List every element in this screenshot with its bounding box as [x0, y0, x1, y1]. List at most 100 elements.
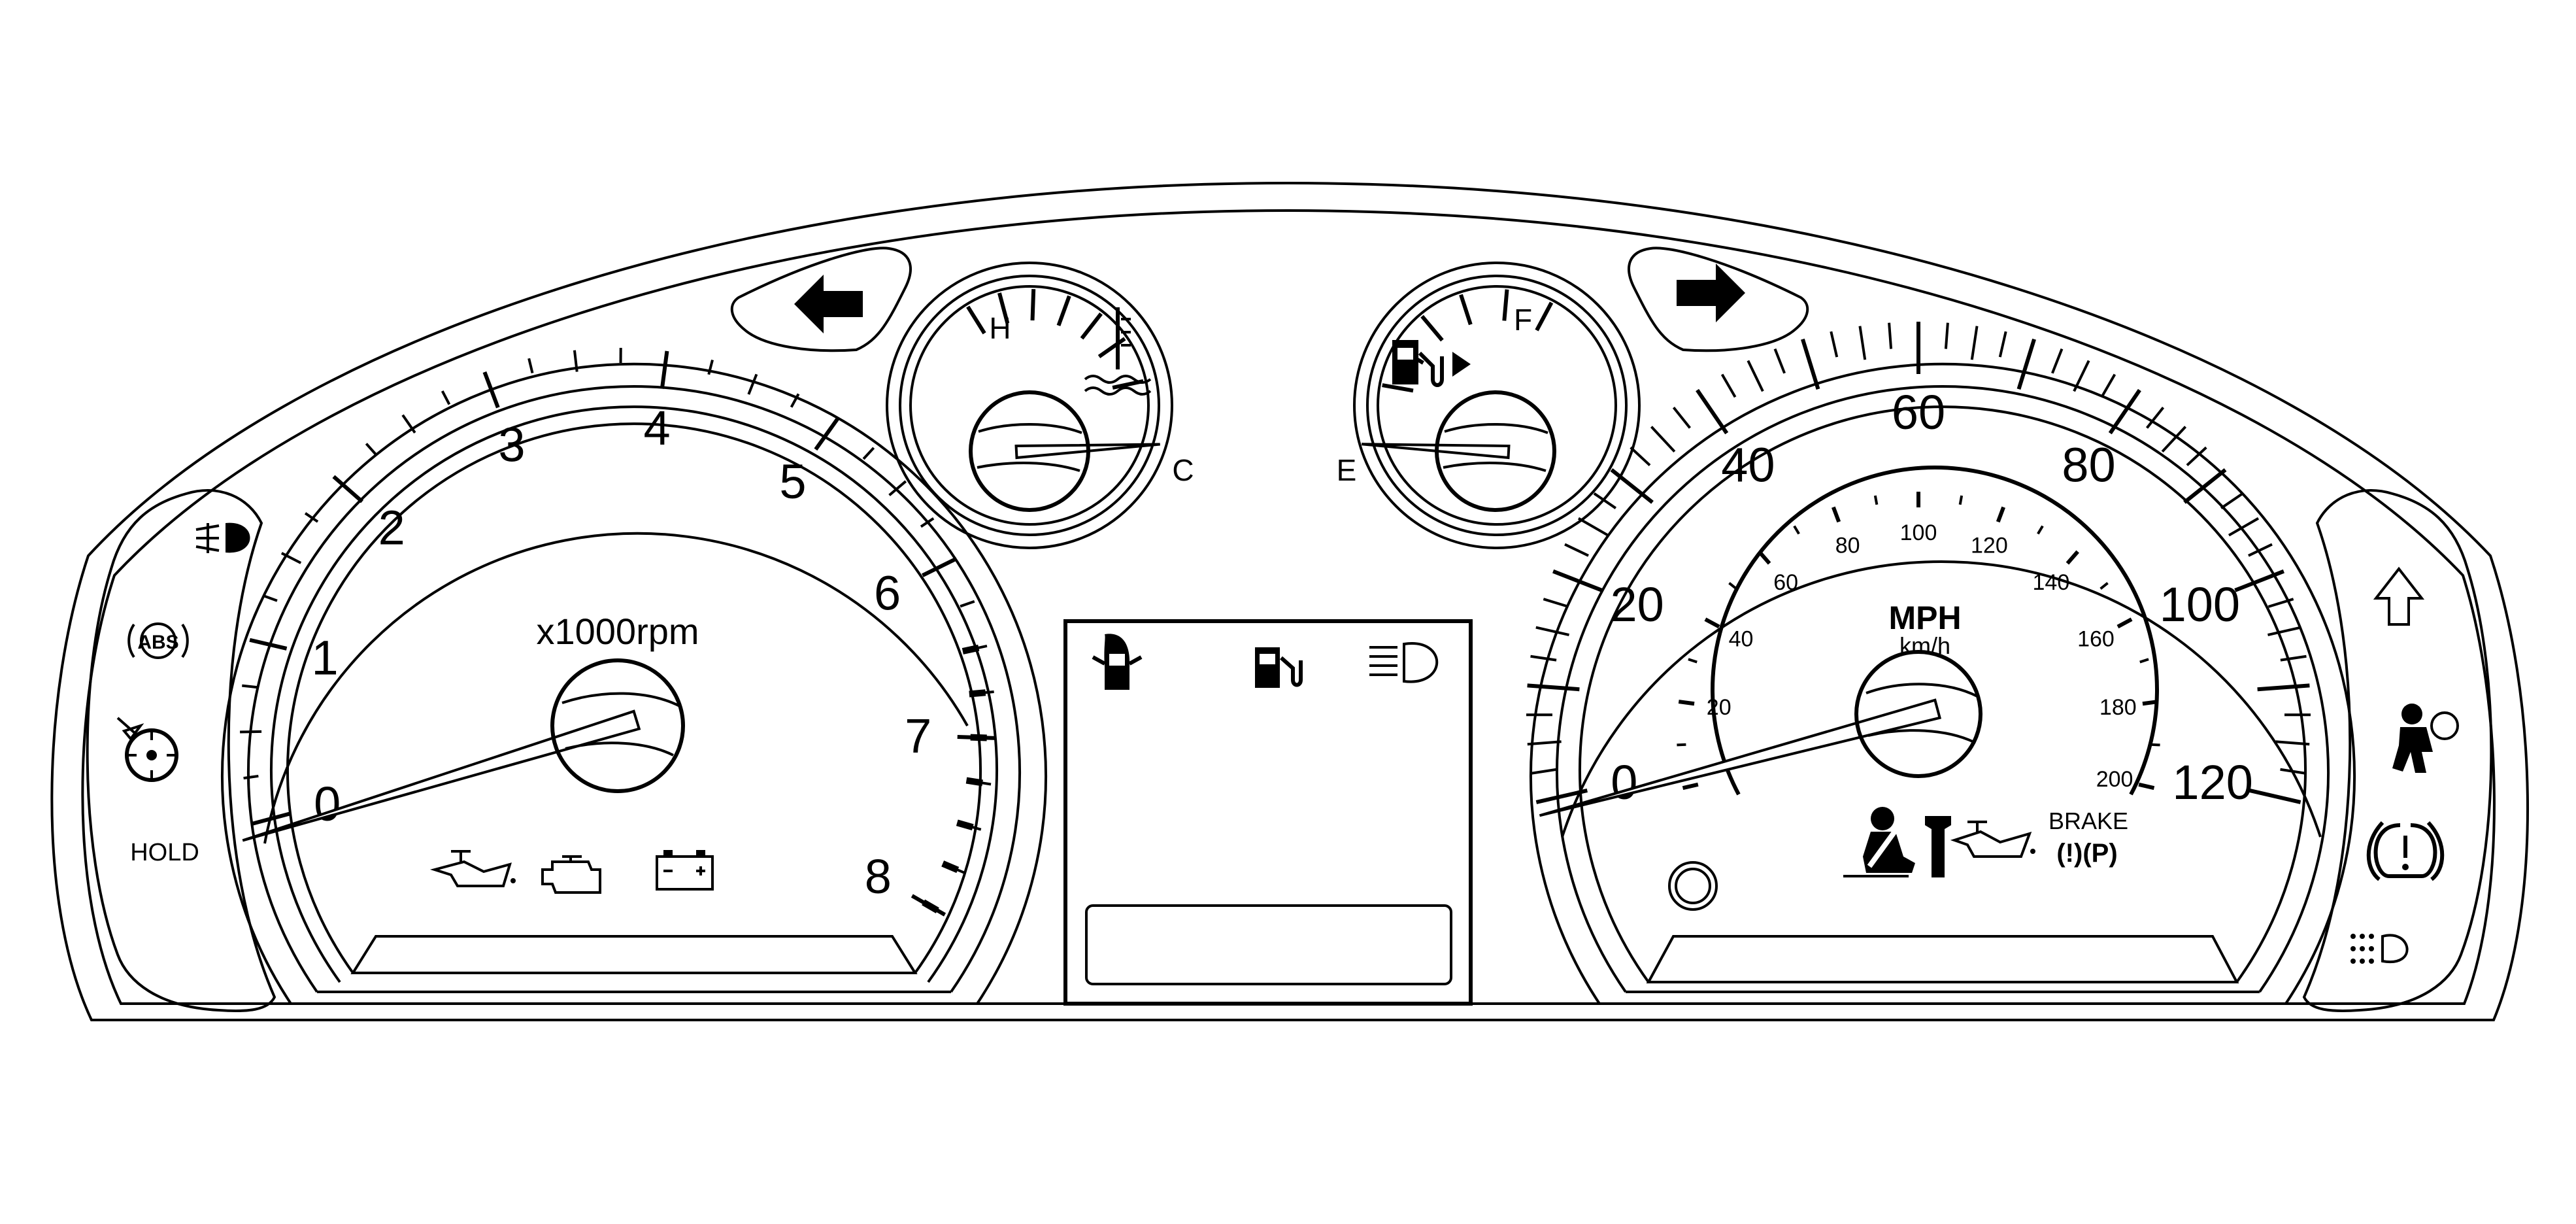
battery-icon [656, 850, 714, 891]
kmh-tick [1832, 506, 1841, 523]
tach-tick [527, 358, 534, 374]
mph-tick [1696, 388, 1729, 435]
right-turn-signal-pod[interactable] [1628, 246, 1809, 352]
brake-symbols: (!)(P) [2056, 839, 2117, 868]
tach-number: 6 [874, 566, 901, 620]
mph-tick [1970, 326, 1979, 360]
tire-pressure-icon [2366, 821, 2445, 881]
oil-pressure-icon [429, 850, 516, 887]
mph-tick [2280, 768, 2307, 775]
mph-unit-label: MPH [1888, 600, 1961, 636]
tach-tick [814, 417, 840, 451]
fuel-tick [1420, 314, 1444, 342]
tach-tick [790, 393, 800, 408]
kmh-tick [1793, 525, 1800, 535]
service-wrench-icon [1925, 816, 1951, 877]
kmh-number: 140 [2033, 570, 2070, 595]
mph-tick [2161, 426, 2187, 453]
tach-tick [573, 350, 578, 372]
mph-tick [1650, 426, 1676, 453]
kmh-tick [2037, 525, 2044, 535]
tach-tick [441, 390, 451, 405]
airbag-icon [2392, 704, 2459, 773]
mph-number: 40 [1721, 437, 1775, 492]
tach-number: 8 [865, 849, 892, 904]
mph-tick [1801, 338, 1820, 390]
right-indicator-pod [2302, 489, 2493, 1012]
kmh-tick [2116, 617, 2133, 629]
kmh-number: 100 [1900, 520, 1937, 545]
left-indicator-pod: ABS HOLD [86, 489, 276, 1012]
speedo-needle [1539, 698, 1942, 817]
seatbelt-icon [1843, 807, 1915, 877]
mph-tick [1535, 789, 1588, 804]
kmh-tick [2066, 550, 2079, 565]
left-turn-signal-pod[interactable] [730, 246, 912, 352]
temp-tick [1056, 295, 1071, 326]
mph-ticks [1526, 322, 2311, 804]
mph-tick [1593, 492, 1617, 509]
mph-tick [2267, 626, 2301, 637]
check-engine-icon [541, 855, 601, 894]
low-fuel-icon [1255, 647, 1303, 688]
mph-tick [1773, 348, 1786, 374]
speedo-hub [1854, 650, 1982, 778]
mph-tick [1610, 468, 1654, 504]
mph-tick [1530, 768, 1557, 775]
temp-cold-label: C [1172, 453, 1194, 487]
fuel-tick [1502, 289, 1509, 321]
left-arrow-icon [794, 275, 863, 333]
mph-tick [1858, 326, 1867, 360]
tach-tick [332, 475, 364, 503]
oil-can-icon [1950, 821, 2035, 858]
tach-ticks [240, 348, 995, 917]
tach-number: 1 [311, 630, 338, 685]
mph-tick [2228, 517, 2260, 537]
mph-tick [2108, 388, 2141, 435]
temp-tick [1097, 337, 1126, 358]
mph-tick [2275, 740, 2310, 746]
mph-number: 80 [2062, 437, 2115, 492]
temp-tick [997, 292, 1010, 324]
kmh-tick [1873, 495, 1879, 505]
kmh-tick [2099, 582, 2109, 590]
kmh-tick [1682, 782, 1699, 790]
kmh-number: 40 [1729, 626, 1754, 651]
tach-tick [304, 512, 319, 523]
tach-tick [979, 690, 994, 695]
kmh-tick [1758, 550, 1771, 565]
mph-number: 0 [1611, 755, 1637, 809]
mph-tick [2257, 683, 2310, 692]
tach-number: 5 [779, 454, 806, 509]
brake-icon: BRAKE (!)(P) [2049, 808, 2128, 868]
kmh-number: 200 [2096, 767, 2133, 792]
mph-tick [1543, 598, 1569, 608]
kmh-tick [2138, 782, 2155, 790]
temperature-gauge: H C [886, 262, 1194, 549]
center-display [1063, 619, 1473, 1006]
kmh-number: 180 [2099, 695, 2137, 720]
fuel-full-label: F [1514, 303, 1532, 337]
temp-tick [1030, 289, 1036, 321]
mph-tick [1998, 331, 2007, 358]
mph-tick [1888, 322, 1893, 349]
abs-label: ABS [137, 632, 178, 653]
tach-number: 4 [643, 401, 670, 455]
mph-tick [2267, 598, 2294, 608]
tach-bottom-panel [350, 935, 918, 974]
mph-tick [1630, 446, 1651, 467]
tach-number: 2 [378, 501, 405, 555]
tach-tick [252, 811, 290, 826]
tach-tick [249, 638, 288, 651]
tach-tick [957, 735, 995, 740]
tach-unit-label: x1000rpm [536, 611, 699, 652]
tach-number: 3 [498, 417, 525, 471]
trip-reset-knob[interactable] [1668, 861, 1718, 911]
kmh-tick [1688, 658, 1698, 664]
